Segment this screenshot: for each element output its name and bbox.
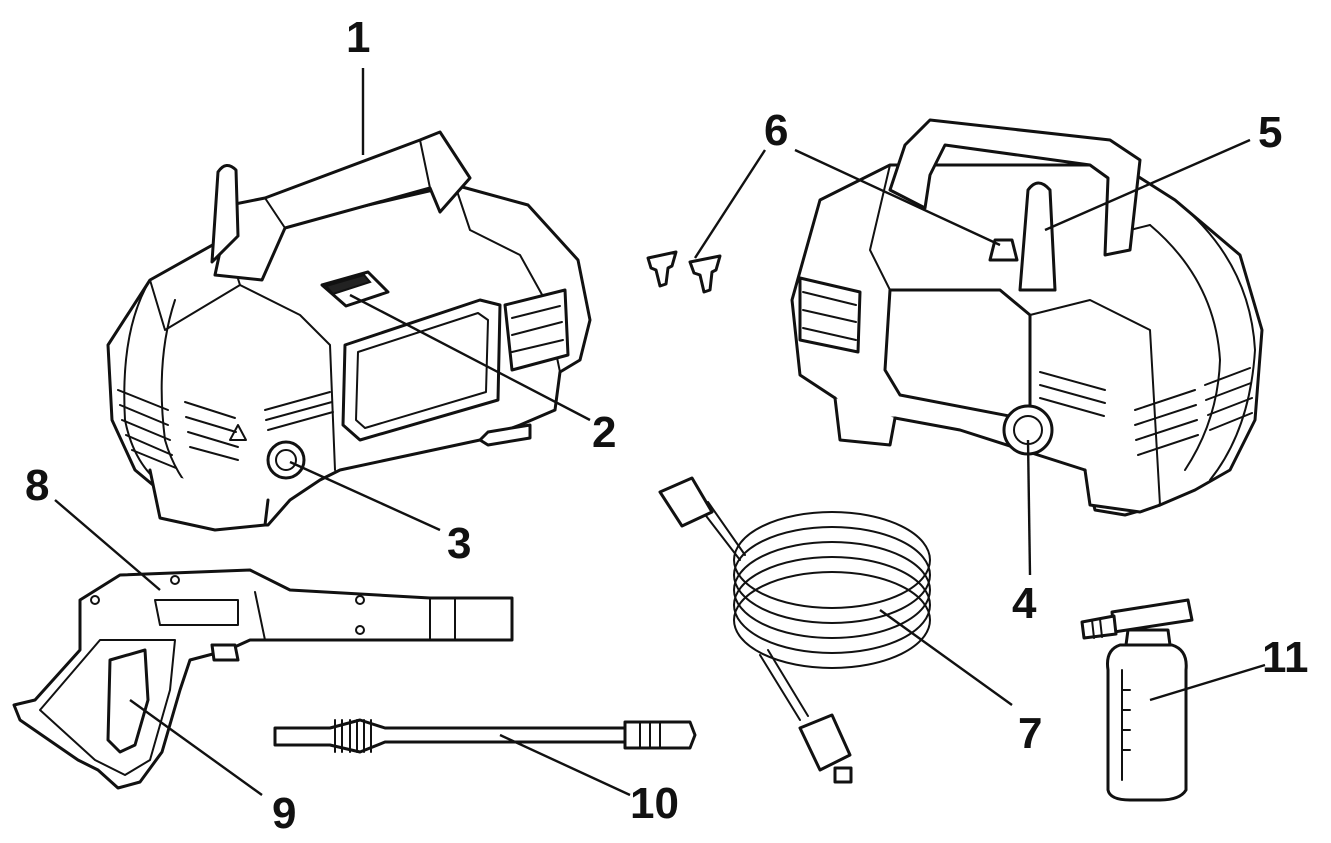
leader-lines	[54, 68, 1266, 797]
callout-4: 4	[1012, 579, 1037, 628]
leader-11	[1149, 663, 1266, 702]
callout-numbers: 1 2 3 4 5 6 7 8 9 10 11	[25, 13, 1309, 838]
leader-2	[349, 293, 591, 422]
leader-6a	[693, 149, 767, 259]
leader-4	[1026, 439, 1032, 576]
spray-gun	[12, 568, 514, 790]
leader-9	[129, 699, 263, 796]
callout-2: 2	[592, 408, 616, 457]
callout-10: 10	[630, 779, 679, 828]
callout-9: 9	[272, 789, 296, 838]
leader-3	[289, 460, 441, 532]
pressure-washer-front-view	[106, 130, 592, 532]
leader-5	[1044, 138, 1251, 232]
spray-lance	[273, 718, 697, 754]
leader-6b	[794, 148, 1001, 247]
callout-5: 5	[1258, 108, 1282, 157]
leader-10	[499, 733, 631, 797]
callout-7: 7	[1018, 709, 1042, 758]
high-pressure-hose	[658, 476, 931, 784]
callout-3: 3	[447, 519, 471, 568]
callout-11: 11	[1262, 633, 1309, 682]
callout-6: 6	[764, 106, 788, 155]
pressure-washer-rear-view	[790, 118, 1264, 517]
callout-1: 1	[346, 13, 370, 62]
callout-8: 8	[25, 461, 49, 510]
leader-7	[879, 609, 1013, 706]
detergent-foam-bottle	[1080, 598, 1194, 802]
leader-8	[54, 499, 161, 591]
quick-connect-nozzles	[646, 250, 722, 294]
